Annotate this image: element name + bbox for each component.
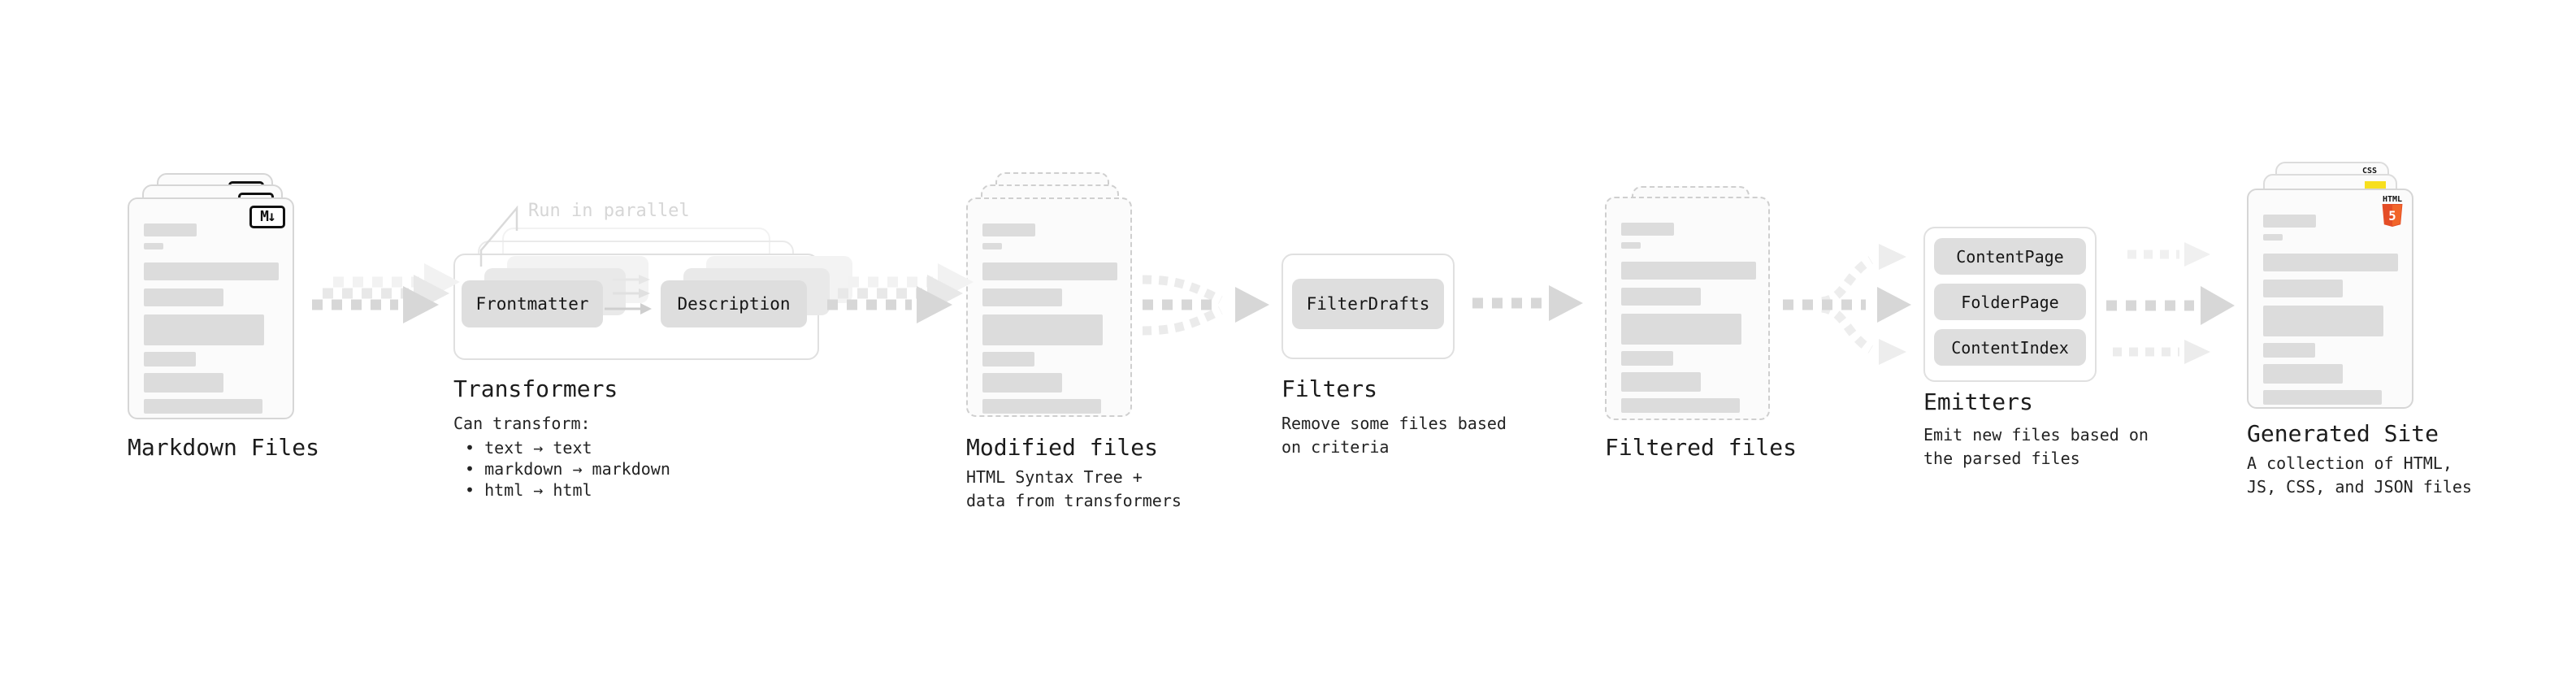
stage-label-transformers: Transformers [453, 375, 618, 402]
filtered-file-card [1605, 197, 1770, 420]
doc-text-line [2263, 254, 2398, 271]
doc-text-line [144, 399, 262, 414]
doc-text-line [144, 373, 223, 393]
doc-text-line [2263, 234, 2283, 241]
doc-placeholder-text [2263, 190, 2400, 405]
markdown-file-card: M↓ [128, 197, 294, 419]
markdown-icon: M↓ [249, 206, 285, 228]
doc-text-line [144, 223, 197, 236]
folderpage-chip: FolderPage [1934, 284, 2086, 320]
description-line: JS, CSS, and JSON files [2247, 477, 2472, 497]
doc-text-line [1621, 351, 1673, 366]
doc-text-line [2263, 343, 2315, 358]
doc-placeholder-text [144, 199, 281, 414]
filterdrafts-chip: FilterDrafts [1292, 279, 1444, 329]
doc-text-line [1621, 242, 1641, 249]
flow-arrow-markdown-to-transformers [312, 263, 460, 323]
doc-text-line [1621, 262, 1756, 280]
doc-placeholder-text [1621, 198, 1757, 413]
css-icon-label: CSS [2361, 167, 2378, 176]
doc-text-line [2263, 364, 2343, 384]
svg-text:5: 5 [2388, 209, 2396, 223]
frontmatter-chip: Frontmatter [462, 280, 603, 327]
stage-label-modified-files: Modified files [966, 434, 1159, 461]
doc-text-line [1621, 314, 1741, 345]
emitters-description: Emit new files based on the parsed files [1923, 423, 2149, 471]
description-line: Remove some files based [1281, 414, 1507, 433]
description-line: on criteria [1281, 437, 1390, 457]
description-line: HTML Syntax Tree + [966, 467, 1143, 487]
doc-text-line [1621, 372, 1701, 392]
doc-text-line [982, 352, 1034, 367]
html5-shield: 5 [2382, 204, 2403, 227]
doc-text-line [1621, 223, 1674, 236]
doc-text-line [2263, 390, 2382, 405]
merge-arrow-modified-to-filters [1142, 275, 1269, 336]
html5-icon: HTML 5 [2381, 195, 2404, 230]
contentpage-chip: ContentPage [1934, 238, 2086, 275]
doc-text-line [982, 288, 1062, 306]
stage-label-emitters: Emitters [1923, 388, 2033, 415]
description-line: data from transformers [966, 491, 1182, 510]
doc-text-line [2263, 280, 2343, 297]
list-item: • text → text [465, 438, 592, 458]
description-chip: Description [661, 280, 807, 327]
doc-text-line [144, 288, 223, 306]
html5-icon-label: HTML [2382, 195, 2403, 204]
stage-label-filtered-files: Filtered files [1605, 434, 1798, 461]
modified-file-card [966, 197, 1132, 417]
doc-text-line [144, 352, 196, 367]
stage-label-generated-site: Generated Site [2247, 420, 2439, 447]
js-icon [2365, 181, 2386, 190]
transformers-description-heading: Can transform: [453, 414, 591, 433]
description-line: the parsed files [1923, 449, 2080, 468]
stage-label-filters: Filters [1281, 375, 1378, 402]
list-item: • html → html [465, 480, 592, 500]
doc-text-line [982, 314, 1103, 345]
flow-arrow-filters-to-filtered [1472, 285, 1583, 321]
doc-text-line [1621, 398, 1740, 413]
doc-text-line [144, 243, 163, 249]
description-line: Emit new files based on [1923, 425, 2149, 445]
doc-text-line [2263, 215, 2316, 228]
generated-site-description: A collection of HTML, JS, CSS, and JSON … [2247, 452, 2472, 499]
doc-text-line [982, 399, 1101, 414]
transformers-capabilities-list: • text → text • markdown → markdown • ht… [465, 437, 670, 501]
run-in-parallel-annotation: Run in parallel [528, 201, 690, 221]
stage-label-markdown-files: Markdown Files [128, 434, 320, 461]
doc-text-line [982, 373, 1062, 393]
doc-text-line [144, 314, 264, 345]
doc-text-line [2263, 306, 2383, 336]
doc-text-line [1621, 288, 1701, 306]
doc-text-line [982, 223, 1035, 236]
doc-text-line [144, 262, 279, 280]
emit-arrows-emitters-to-generated [2106, 242, 2235, 364]
filters-description: Remove some files based on criteria [1281, 412, 1507, 459]
doc-placeholder-text [982, 199, 1119, 414]
split-arrow-filtered-to-emitters [1783, 244, 1911, 365]
doc-text-line [982, 243, 1002, 249]
contentindex-chip: ContentIndex [1934, 329, 2086, 366]
modified-files-description: HTML Syntax Tree + data from transformer… [966, 466, 1182, 513]
doc-text-line [982, 262, 1117, 280]
generated-html-file-card: HTML 5 [2247, 189, 2413, 409]
list-item: • markdown → markdown [465, 459, 670, 479]
description-line: A collection of HTML, [2247, 453, 2452, 473]
